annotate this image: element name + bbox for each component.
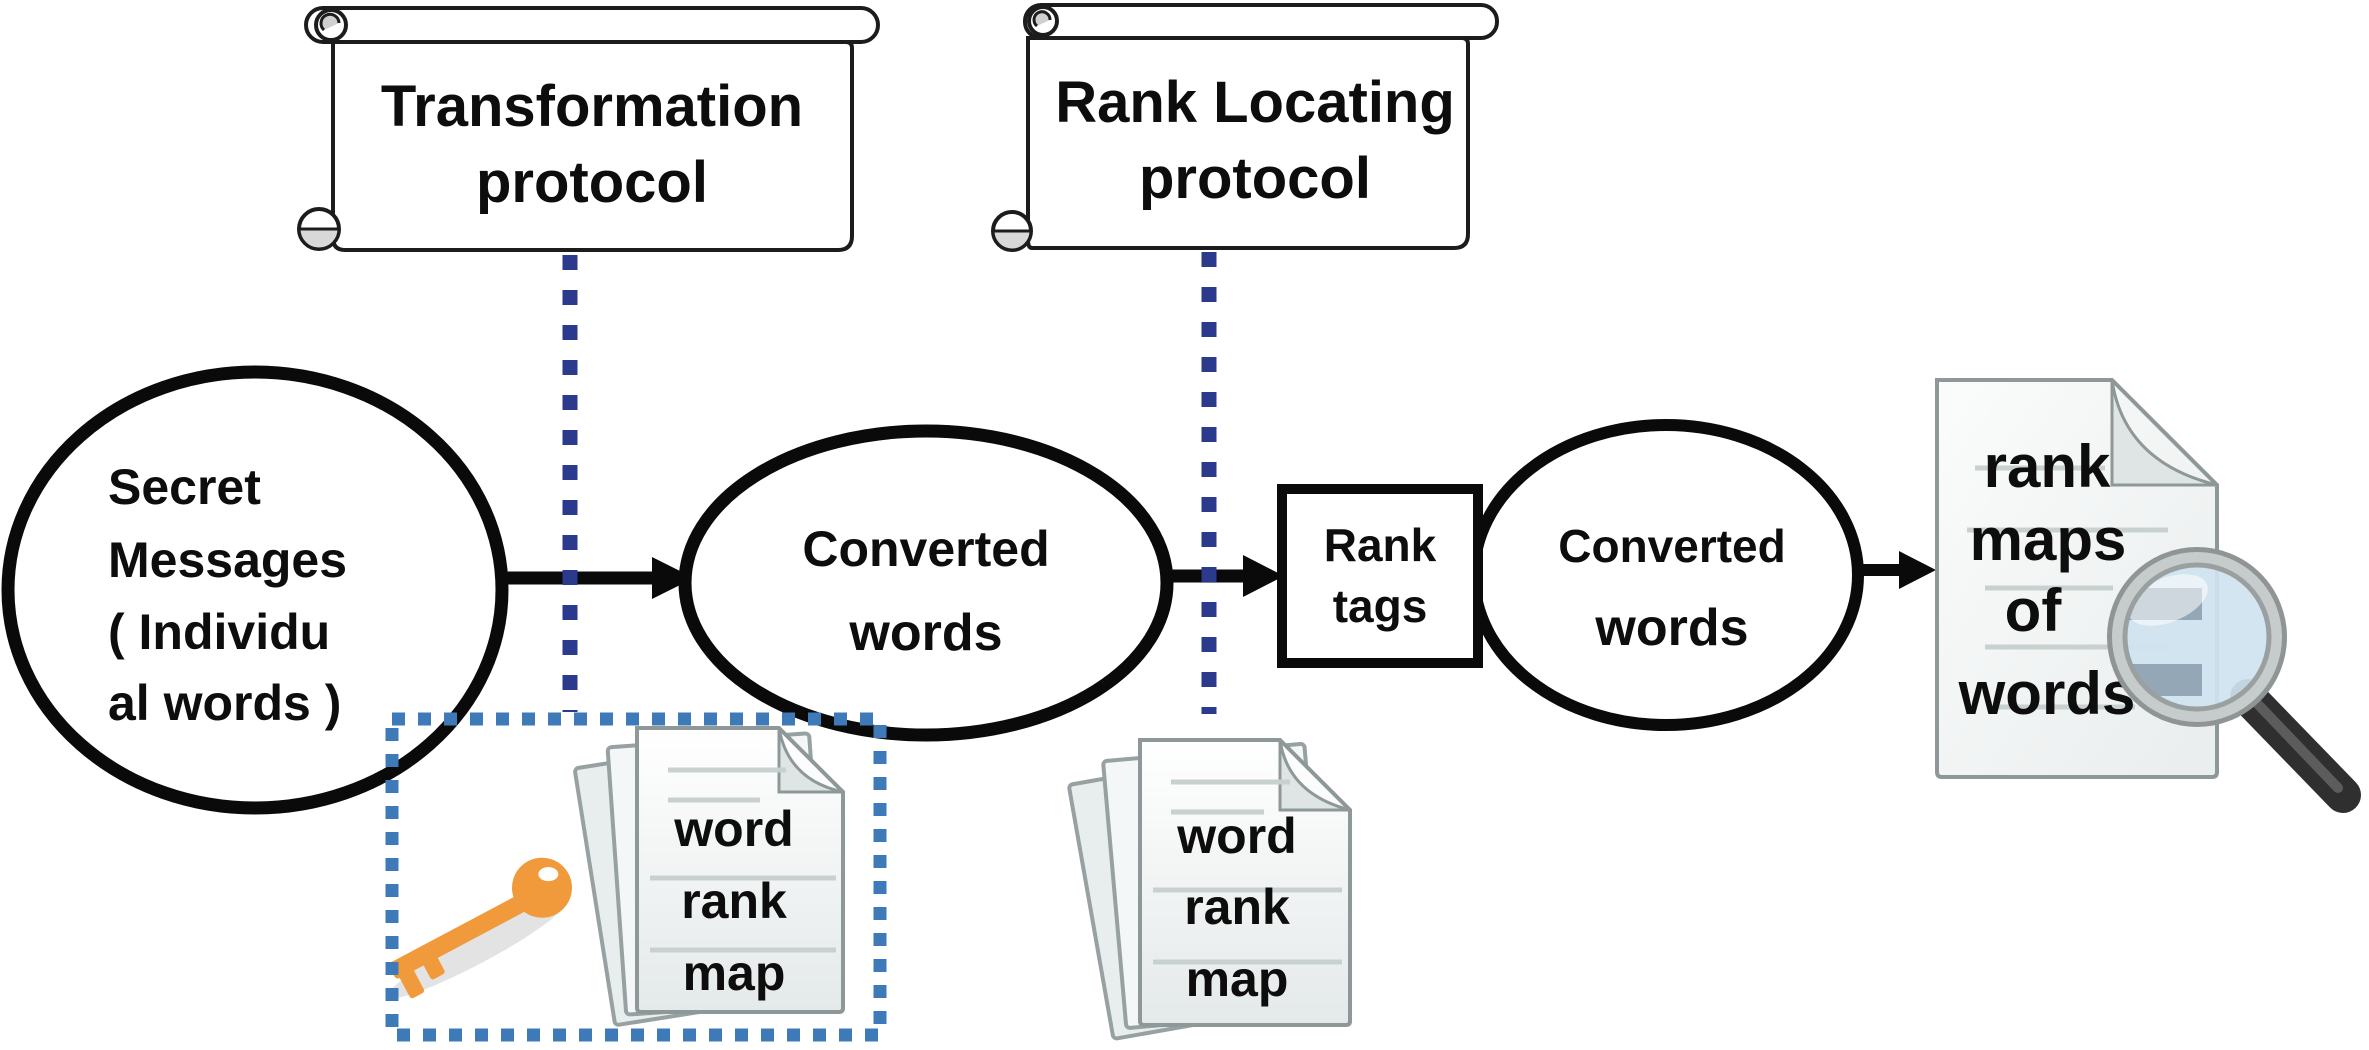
node-label-line: words (848, 604, 1002, 662)
document-label-line: rank (1984, 433, 2111, 500)
node-label-line: tags (1333, 580, 1428, 632)
page-fold (1278, 739, 1351, 812)
scroll-top-roll (304, 6, 880, 44)
scroll-curl-shade (297, 227, 341, 251)
page-rule-lines (1153, 779, 1342, 965)
document-label-line: maps (1970, 506, 2127, 573)
ellipse-converted-words-2: Converted words (1468, 419, 1864, 731)
document-label-line: rank (681, 873, 787, 929)
arrow-head (1243, 555, 1284, 597)
document-word-rank-map-1: word rank map (573, 726, 845, 1027)
document-label-line: of (2005, 577, 2063, 644)
scroll-curl-detail (1032, 10, 1052, 28)
node-label-line: Converted (1558, 520, 1785, 572)
document-label-line: word (673, 801, 793, 857)
key-map-group-dashed-box (385, 712, 887, 1042)
arrow-head (652, 557, 694, 599)
flow-arrow-2 (1170, 555, 1284, 597)
scroll-title-line: protocol (476, 150, 708, 215)
magnifier-icon (2107, 547, 2361, 813)
node-label-line: Secret (108, 459, 261, 515)
document-label-line: words (1958, 660, 2136, 727)
scroll-body (331, 40, 854, 252)
document-label-line: map (1186, 951, 1289, 1007)
scroll-body (1026, 36, 1470, 250)
page-rule-lines (650, 767, 836, 953)
document-word-rank-map-2: word rank map (1067, 738, 1352, 1041)
scroll-transformation-protocol: Transformation protocol (297, 6, 880, 252)
magnifier-ring-outer (2107, 547, 2287, 727)
key-icon (387, 857, 572, 999)
document-label-line: map (683, 945, 786, 1001)
document-label-line: rank (1184, 879, 1290, 935)
node-label-line: words (1594, 599, 1748, 657)
magnifier-ring-inner (2122, 562, 2272, 712)
node-label-line: ( Individu (108, 604, 330, 660)
magnifier-ring (2112, 552, 2282, 722)
page-fold (2110, 379, 2218, 487)
rank-tags-box: Rank tags (1277, 484, 1483, 668)
page-fold (777, 727, 844, 794)
scroll-rank-locating-protocol: Rank Locating protocol (991, 3, 1499, 252)
key-bow-hole (538, 867, 559, 882)
scroll-curl-detail (319, 12, 341, 32)
flow-arrow-3 (1859, 551, 1936, 589)
scroll-title-line: Rank Locating (1055, 70, 1455, 135)
scroll-title-line: Transformation (381, 74, 803, 139)
node-label-line: Converted (802, 521, 1049, 577)
node-label-line: Messages (108, 532, 347, 588)
node-label-line: al words ) (108, 675, 341, 731)
flow-arrow-1 (504, 557, 694, 599)
ellipse-secret-messages: Secret Messages ( Individu al words ) (1, 365, 509, 815)
scroll-top-roll (1023, 3, 1499, 40)
ellipse-converted-words-1: Converted words (678, 424, 1174, 742)
arrow-head (1899, 551, 1936, 589)
node-label-line: Rank (1324, 519, 1437, 571)
document-label-line: word (1176, 808, 1296, 864)
scroll-curl-shade (991, 229, 1033, 252)
scroll-title-line: protocol (1139, 146, 1371, 211)
magnifier-handle-sheen (2245, 691, 2343, 793)
